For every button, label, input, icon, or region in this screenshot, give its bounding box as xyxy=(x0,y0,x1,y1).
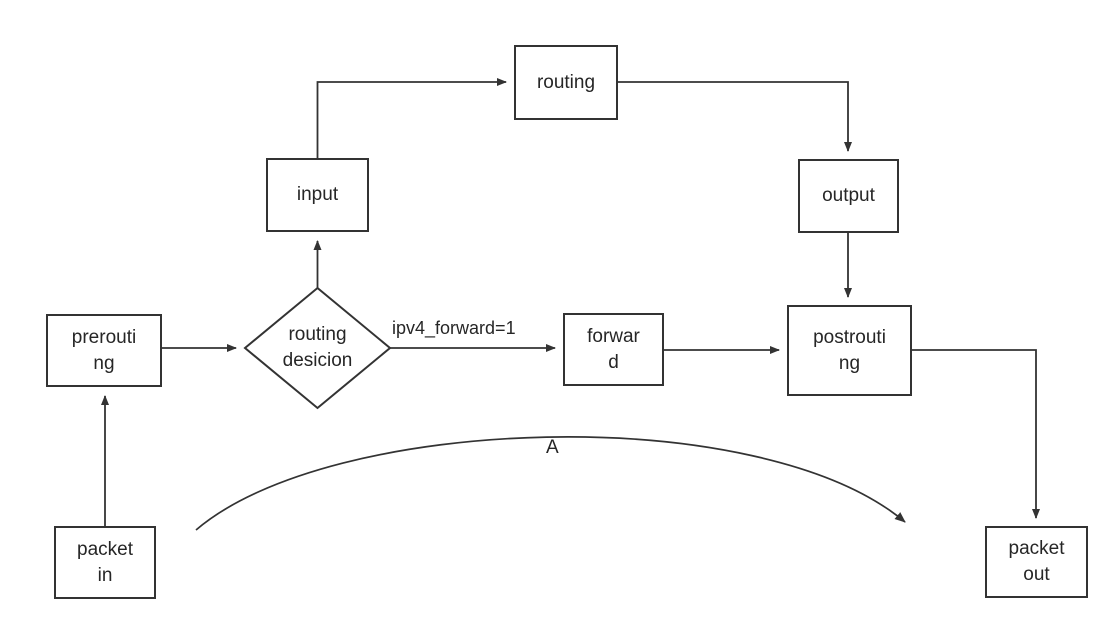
node-routing[interactable] xyxy=(514,45,618,120)
edge-routing-to-output xyxy=(617,81,852,152)
node-routing-desicion[interactable] xyxy=(243,286,392,410)
node-prerouting[interactable] xyxy=(46,314,162,387)
node-output[interactable] xyxy=(798,159,899,233)
node-input[interactable] xyxy=(266,158,369,232)
node-forward[interactable] xyxy=(563,313,664,386)
curve-label-a: A xyxy=(546,437,559,458)
edge-curve-a xyxy=(195,436,906,531)
edge-label-ipv4-forward: ipv4_forward=1 xyxy=(392,318,516,338)
node-postrouting[interactable] xyxy=(787,305,912,396)
node-packet-out[interactable] xyxy=(985,526,1088,598)
edge-postrouting-to-packet-out xyxy=(911,349,1040,519)
node-packet-in[interactable] xyxy=(54,526,156,599)
edge-input-to-routing xyxy=(316,78,507,159)
